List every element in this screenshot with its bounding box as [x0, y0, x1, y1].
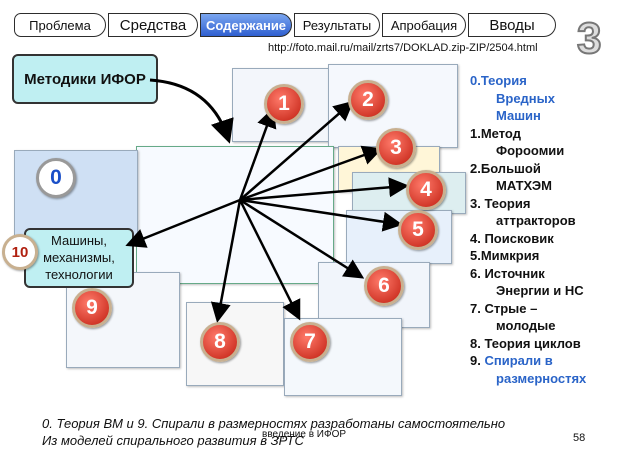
arrow-2 — [239, 100, 354, 201]
circle-0: 0 — [36, 158, 76, 198]
thumb-center — [136, 146, 334, 284]
tab-vvody[interactable]: Вводы — [468, 13, 556, 37]
arrow-8 — [210, 199, 242, 323]
circle-7: 7 — [290, 322, 330, 362]
arrow-1 — [238, 107, 277, 201]
tab-soderzhanie[interactable]: Содержание — [200, 13, 292, 37]
source-url[interactable]: http://foto.mail.ru/mail/zrts7/DOKLAD.zi… — [268, 42, 538, 54]
circle-3: 3 — [376, 128, 416, 168]
list-item-4: 4. Поисковик — [470, 230, 554, 246]
list-item-8: 8. Теория циклов — [470, 335, 581, 351]
tab-sredstva[interactable]: Средства — [108, 13, 198, 37]
tab-problema[interactable]: Проблема — [14, 13, 106, 37]
circle-9: 9 — [72, 288, 112, 328]
arrow-metodiki — [149, 78, 234, 144]
arrow-6 — [239, 198, 365, 279]
metodiki-box: Методики ИФОР — [12, 54, 158, 104]
vvedenie-label: введение в ИФОР — [262, 429, 347, 440]
circle-2: 2 — [348, 80, 388, 120]
arrow-3 — [239, 145, 383, 202]
circle-1: 1 — [264, 84, 304, 124]
mashiny-box: Машины,механизмы,технологии — [24, 228, 134, 288]
list-item-7: 7. Стрые –молодые — [470, 300, 556, 334]
circle-4: 4 — [406, 170, 446, 210]
tab-rezultaty[interactable]: Результаты — [294, 13, 380, 37]
footer-note: 0. Теория ВМ и 9. Спирали в размерностях… — [42, 416, 506, 448]
arrow-10 — [125, 198, 241, 248]
arrow-7 — [238, 199, 301, 321]
thumb-0 — [14, 150, 138, 240]
tab-aprobaciya[interactable]: Апробация — [382, 13, 466, 37]
circle-5: 5 — [398, 210, 438, 250]
circle-6: 6 — [364, 266, 404, 306]
page-number: 58 — [573, 432, 586, 444]
arrow-5 — [239, 198, 403, 232]
list-item-5: 5.Мимкрия — [470, 248, 540, 263]
slide-number: 3 — [576, 13, 603, 64]
circle-8: 8 — [200, 322, 240, 362]
circle-10: 10 — [2, 234, 38, 270]
arrow-4 — [239, 177, 409, 202]
